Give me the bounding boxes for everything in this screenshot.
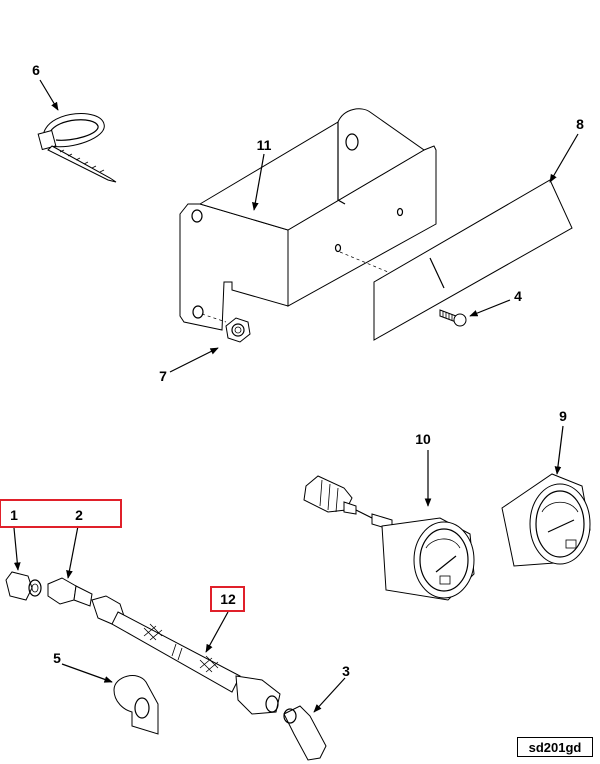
callout-12: 12: [220, 591, 236, 607]
callout-7: 7: [159, 368, 167, 384]
callout-4: 4: [514, 288, 522, 304]
cable-tie-part: [37, 113, 117, 183]
callout-11: 11: [257, 137, 272, 153]
callout-3: 3: [342, 663, 350, 679]
elbow-fitting-part: [283, 705, 327, 761]
decal-part: [373, 179, 573, 341]
clamp-part: [113, 675, 159, 735]
callout-8: 8: [576, 116, 584, 132]
leader-arrows: [13, 79, 579, 713]
highlight-box-callout-12: [210, 586, 245, 612]
nut-part: [225, 317, 251, 343]
figure-code-label: sd201gd: [517, 737, 593, 757]
callout-1: 1: [10, 507, 18, 523]
hose-assembly-part: [91, 595, 281, 715]
callout-6: 6: [32, 62, 40, 78]
callout-5: 5: [53, 650, 61, 666]
gauge-part: [501, 473, 591, 567]
fitting-part: [5, 571, 42, 601]
screw-part: [439, 309, 467, 327]
elbow-part: [47, 577, 93, 607]
callout-2: 2: [75, 507, 83, 523]
gauge-with-sender-part: [303, 475, 475, 601]
callout-9: 9: [559, 408, 567, 424]
highlight-box-callouts-1-2: [0, 499, 122, 528]
callout-10: 10: [415, 431, 431, 447]
